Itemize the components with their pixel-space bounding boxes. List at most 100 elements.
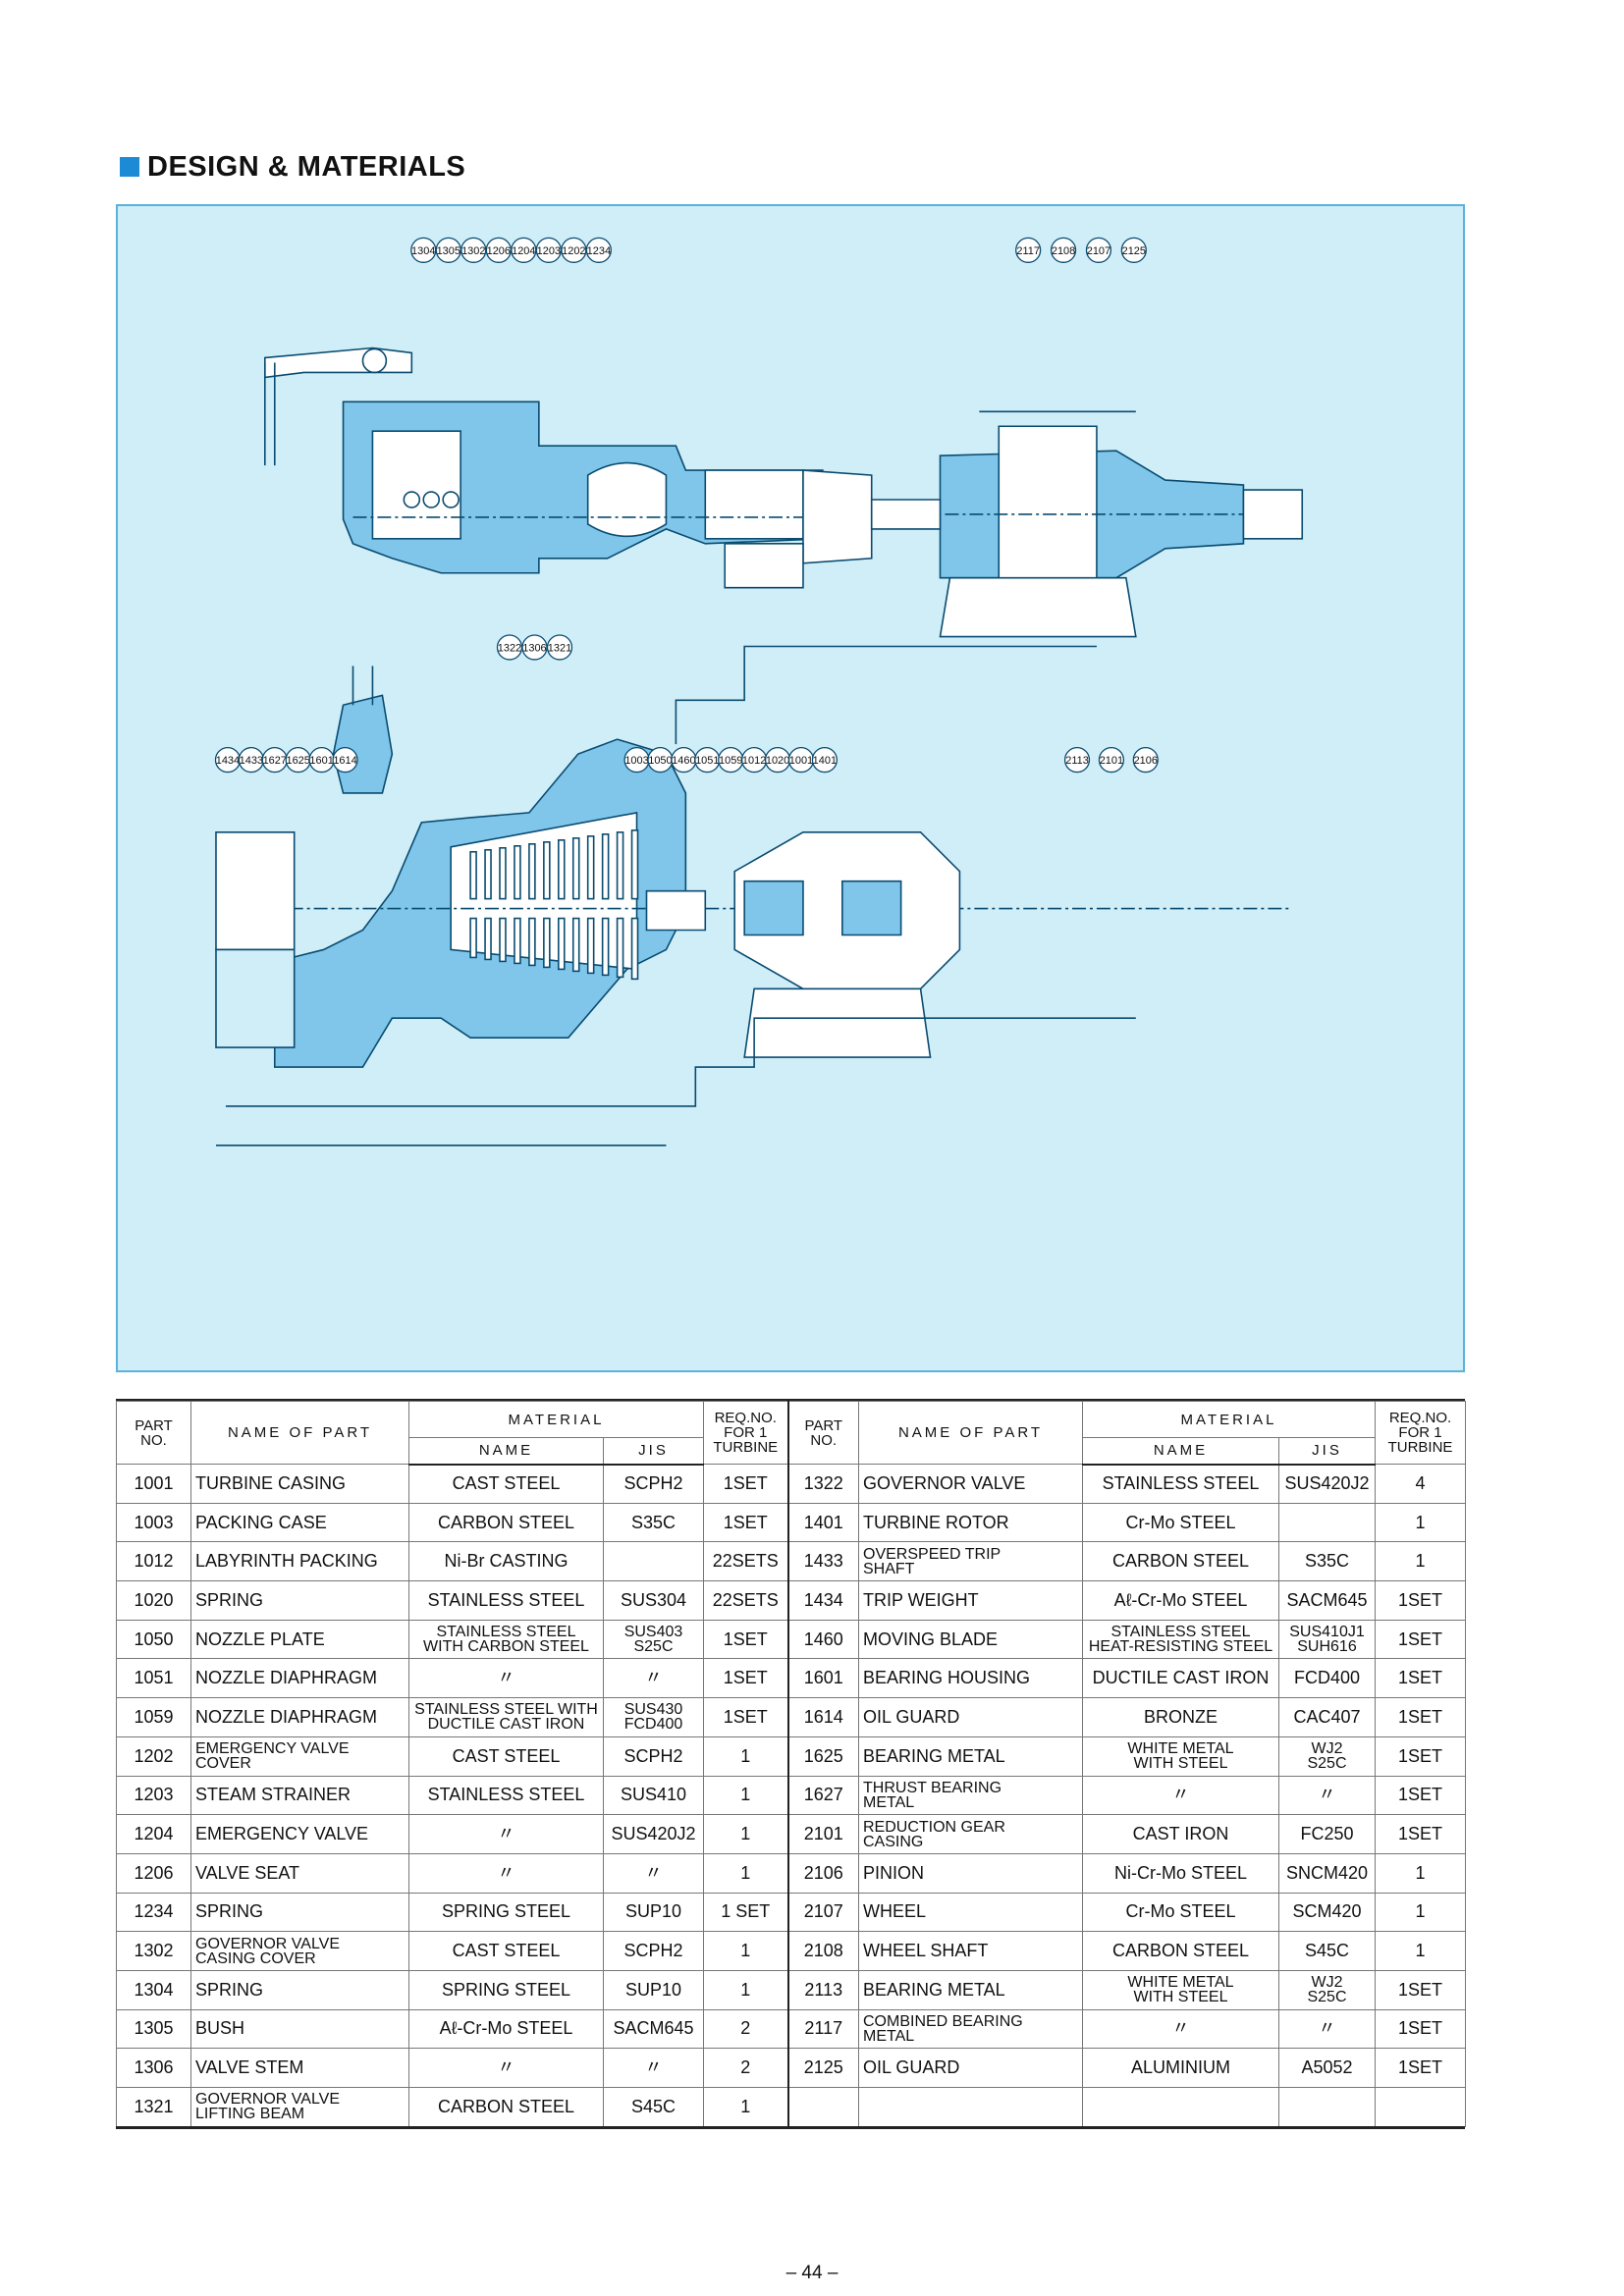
blade-mark <box>469 917 477 959</box>
jis-code-cell: FCD400 <box>1278 1658 1376 1699</box>
jis-code-cell: FC250 <box>1278 1814 1376 1854</box>
part-name-cell: BUSH <box>190 2008 409 2050</box>
jis-code-cell: SCPH2 <box>603 1735 704 1777</box>
part-no-cell: 2113 <box>786 1969 859 2010</box>
callout-1627: 1627 <box>261 746 288 774</box>
callout-1202: 1202 <box>561 237 587 263</box>
blade-mark <box>557 839 566 900</box>
header-material-name: NAME <box>408 1437 604 1466</box>
part-no-cell: 2125 <box>786 2048 859 2088</box>
part-no-cell: 1001 <box>116 1464 191 1504</box>
material-name-cell <box>1082 2087 1279 2127</box>
part-no-cell: 1305 <box>116 2008 191 2050</box>
part-name-cell: OIL GUARD <box>858 1697 1083 1737</box>
part-no-cell: 1321 <box>116 2087 191 2127</box>
callout-2106: 2106 <box>1132 746 1159 774</box>
callout-1625: 1625 <box>285 746 311 774</box>
part-no-cell: 1614 <box>786 1697 859 1737</box>
material-name-cell: STAINLESS STEEL <box>408 1775 604 1816</box>
square-bullet-icon <box>120 157 139 177</box>
part-name-cell: SPRING <box>190 1580 409 1621</box>
callout-1433: 1433 <box>238 746 264 774</box>
jis-code-cell: SNCM420 <box>1278 1852 1376 1894</box>
req-qty-cell: 1SET <box>1375 2048 1466 2088</box>
part-name-cell: TURBINE ROTOR <box>858 1502 1083 1543</box>
req-qty-cell: 1 <box>703 2087 788 2127</box>
material-name-cell: STAINLESS STEEL <box>408 1580 604 1621</box>
material-name-cell: CARBON STEEL <box>408 2087 604 2127</box>
jis-code-cell: SUS420J2 <box>1278 1464 1376 1504</box>
svg-text:1234: 1234 <box>587 245 611 257</box>
callout-1304: 1304 <box>410 237 437 263</box>
svg-text:1020: 1020 <box>766 755 789 767</box>
callout-1460: 1460 <box>671 746 697 774</box>
part-name-cell: EMERGENCY VALVE <box>190 1814 409 1854</box>
req-qty-cell: 1SET <box>1375 1969 1466 2010</box>
part-name-cell: BEARING HOUSING <box>858 1658 1083 1699</box>
req-qty-cell: 1SET <box>1375 1697 1466 1737</box>
material-name-cell: Aℓ-Cr-Mo STEEL <box>408 2008 604 2050</box>
part-name-cell: BEARING METAL <box>858 1735 1083 1777</box>
svg-text:1203: 1203 <box>537 245 561 257</box>
jis-code-cell: SACM645 <box>603 2008 704 2050</box>
part-no-cell: 1625 <box>786 1735 859 1777</box>
callout-1203: 1203 <box>535 237 562 263</box>
callout-1434: 1434 <box>214 746 242 774</box>
part-name-cell: NOZZLE PLATE <box>190 1619 409 1660</box>
header-name-of-part: NAME OF PART <box>858 1401 1083 1465</box>
jis-code-cell: SUS410 <box>603 1775 704 1816</box>
callout-1614: 1614 <box>332 746 358 774</box>
req-qty-cell: 2 <box>703 2008 788 2050</box>
material-name-cell: Aℓ-Cr-Mo STEEL <box>1082 1580 1279 1621</box>
part-no-cell: 1203 <box>116 1775 191 1816</box>
req-qty-cell: 1SET <box>1375 1735 1466 1777</box>
header-material-name: NAME <box>1082 1437 1279 1466</box>
svg-text:2107: 2107 <box>1087 245 1110 257</box>
part-name-cell: LABYRINTH PACKING <box>190 1541 409 1582</box>
svg-text:2125: 2125 <box>1122 245 1146 257</box>
jis-code-cell: SCPH2 <box>603 1931 704 1971</box>
part-no-cell: 1050 <box>116 1619 191 1660</box>
part-no-cell: 1206 <box>116 1852 191 1894</box>
svg-text:1059: 1059 <box>719 755 742 767</box>
jis-code-cell: 〃 <box>603 1658 704 1699</box>
part-no-cell: 1020 <box>116 1580 191 1621</box>
part-name-cell: PACKING CASE <box>190 1502 409 1543</box>
blade-mark <box>601 833 610 900</box>
part-no-cell: 1401 <box>786 1502 859 1543</box>
material-name-cell: ALUMINIUM <box>1082 2048 1279 2088</box>
callout-1234: 1234 <box>585 237 612 263</box>
callout-1305: 1305 <box>435 237 461 263</box>
jis-code-cell: SUS304 <box>603 1580 704 1621</box>
blade-mark <box>484 848 492 900</box>
part-no-cell: 2106 <box>786 1852 859 1894</box>
svg-text:1321: 1321 <box>548 642 571 654</box>
jis-code-cell: 〃 <box>603 1852 704 1894</box>
part-no-cell: 1304 <box>116 1969 191 2010</box>
blade-mark <box>543 841 551 900</box>
part-no-cell <box>786 2087 859 2127</box>
svg-text:1306: 1306 <box>522 642 546 654</box>
part-no-cell: 1627 <box>786 1775 859 1816</box>
req-qty-cell: 2 <box>703 2048 788 2088</box>
req-qty-cell: 1 <box>1375 1541 1466 1582</box>
part-name-cell: STEAM STRAINER <box>190 1775 409 1816</box>
part-no-cell: 1051 <box>116 1658 191 1699</box>
